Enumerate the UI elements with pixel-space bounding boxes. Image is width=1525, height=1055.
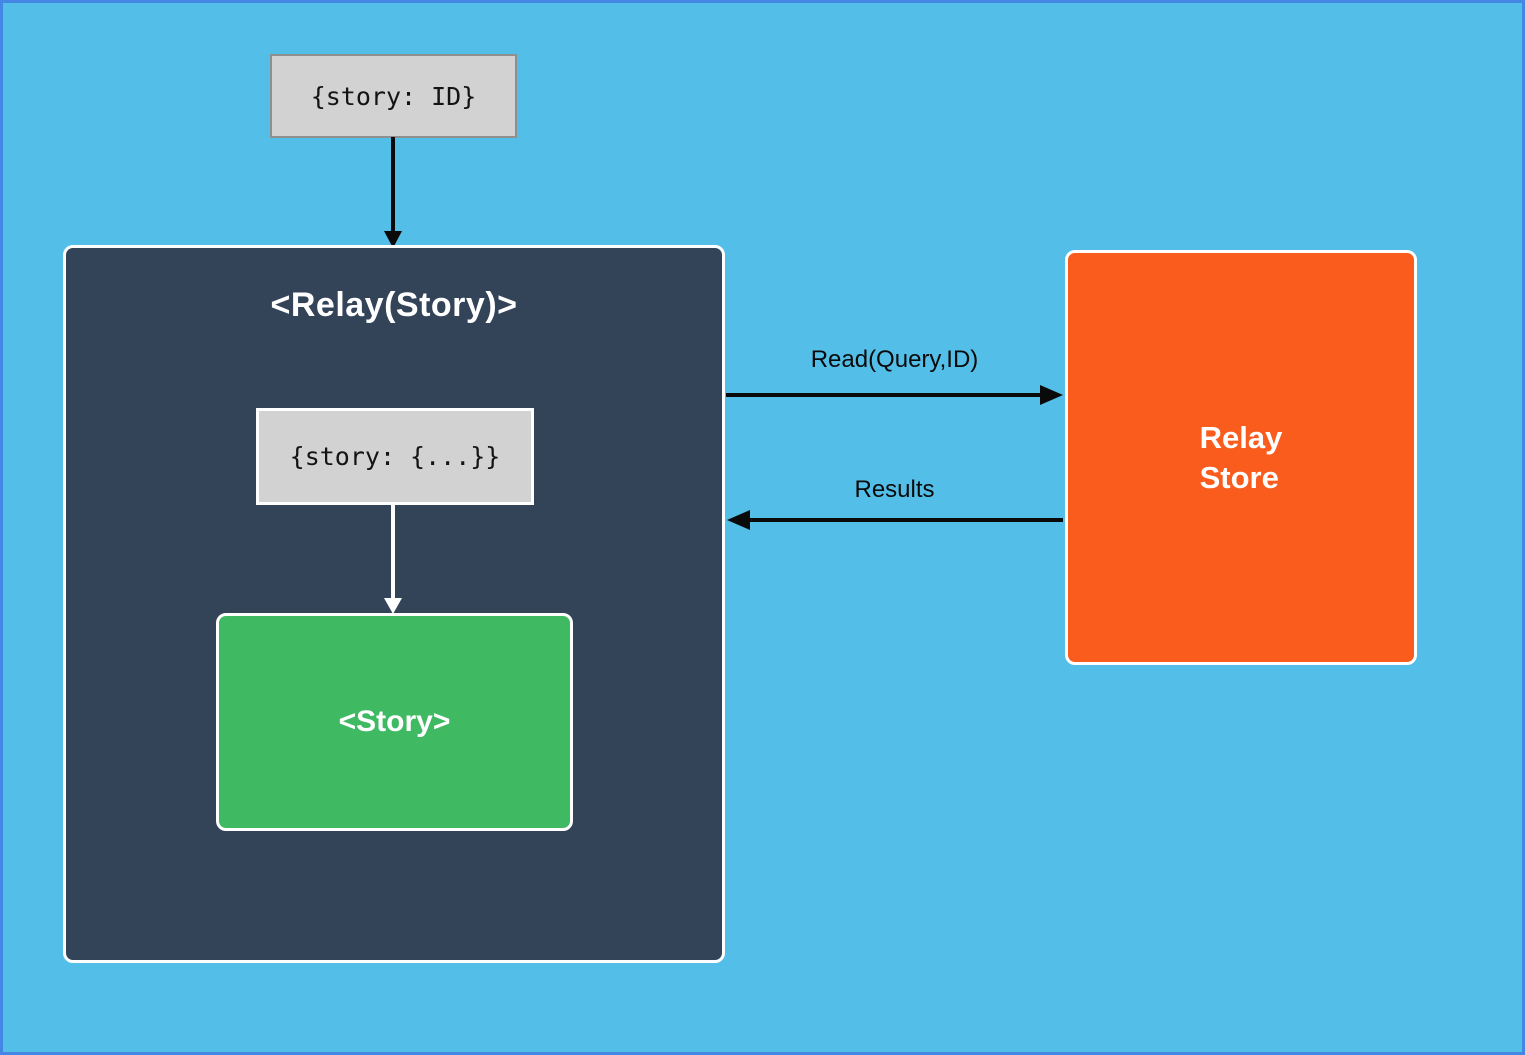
results-arrow-line bbox=[749, 518, 1063, 522]
results-arrowhead-icon bbox=[727, 510, 750, 530]
props-box: {story: ID} bbox=[270, 54, 517, 138]
state-to-story-arrowhead-icon bbox=[384, 598, 402, 614]
state-to-story-arrow-line bbox=[391, 505, 395, 599]
relay-container-title: <Relay(Story)> bbox=[270, 286, 518, 324]
results-arrow-label: Results bbox=[854, 476, 935, 503]
relay-store-box: Relay Store bbox=[1065, 250, 1417, 665]
state-box-label: {story: {...}} bbox=[289, 442, 501, 471]
story-box: <Story> bbox=[216, 613, 573, 831]
props-box-label: {story: ID} bbox=[310, 81, 477, 111]
read-arrow-line bbox=[726, 393, 1042, 397]
story-box-label: <Story> bbox=[338, 705, 451, 738]
state-box: {story: {...}} bbox=[256, 408, 534, 505]
props-to-relay-arrow-line bbox=[391, 137, 395, 232]
read-arrow-label: Read(Query,ID) bbox=[810, 346, 979, 373]
props-to-relay-arrowhead-icon bbox=[384, 231, 402, 248]
read-arrowhead-icon bbox=[1040, 385, 1063, 405]
relay-container-box: <Relay(Story)> {story: {...}} <Story> bbox=[63, 245, 725, 963]
relay-store-label: Relay Store bbox=[1199, 419, 1283, 495]
